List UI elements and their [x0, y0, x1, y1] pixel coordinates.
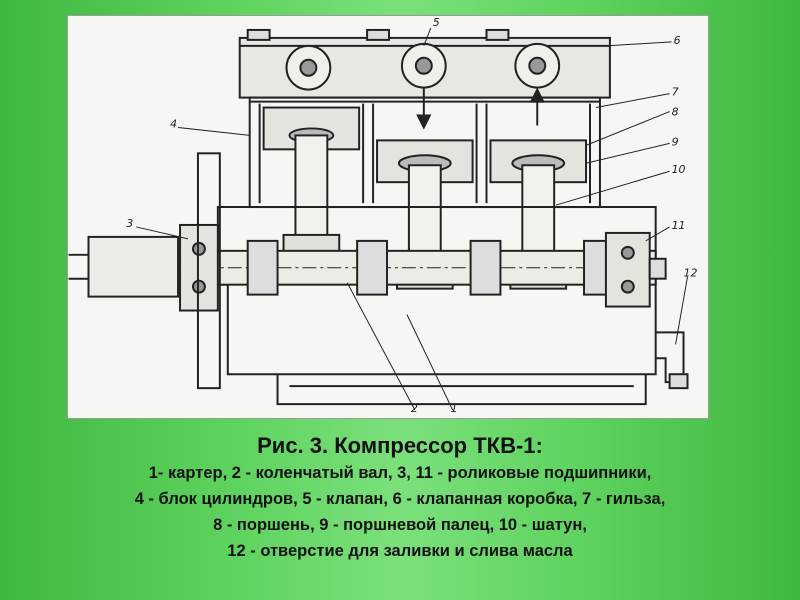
caption-line: 8 - поршень, 9 - поршневой палец, 10 - ш… [213, 516, 587, 534]
label-8: 8 [672, 106, 679, 119]
leader-lines [136, 27, 688, 411]
caption-line: 12 - отверстие для заливки и слива масла [227, 542, 573, 560]
caption-title: Рис. 3. Компрессор ТКВ-1: [257, 433, 543, 458]
compressor-svg: 5 6 7 8 9 10 11 12 4 3 2 1 [68, 16, 697, 415]
label-6: 6 [674, 34, 681, 47]
cylinder-liner [258, 103, 591, 204]
label-3: 3 [126, 217, 133, 230]
left-roller-bearing [68, 152, 221, 390]
label-9: 9 [672, 135, 679, 148]
label-4: 4 [170, 117, 177, 130]
label-7: 7 [672, 86, 679, 99]
oil-port [655, 331, 689, 390]
valve [285, 42, 561, 91]
label-1: 1 [451, 402, 458, 415]
label-12: 12 [684, 267, 698, 280]
label-5: 5 [433, 16, 440, 29]
compressor-drawing: 5 6 7 8 9 10 11 12 4 3 2 1 [67, 15, 709, 419]
right-roller-bearing [604, 231, 667, 308]
label-10: 10 [672, 163, 686, 176]
part-labels: 5 6 7 8 9 10 11 12 4 3 2 1 [126, 16, 697, 415]
label-11: 11 [672, 219, 686, 232]
flow-arrow [416, 87, 545, 130]
figure-caption: Рис. 3. Компрессор ТКВ-1: 1- картер, 2 -… [0, 432, 800, 564]
caption-line: 4 - блок цилиндров, 5 - клапан, 6 - клап… [134, 490, 666, 508]
caption-line: 1- картер, 2 - коленчатый вал, 3, 11 - р… [148, 464, 652, 482]
label-2: 2 [411, 402, 418, 415]
